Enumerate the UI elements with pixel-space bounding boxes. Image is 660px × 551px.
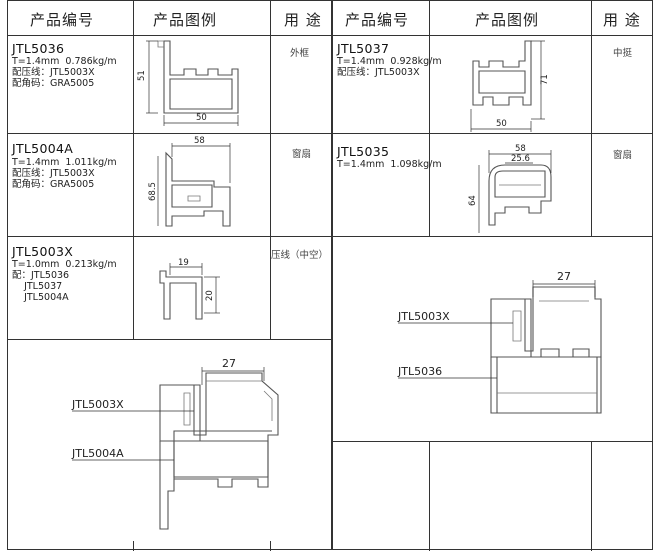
usage-text: 窗扇 [613,150,633,161]
spec-line: T=1.4mm 0.928kg/m [337,56,442,67]
header-code: 产品编号 [345,11,410,29]
spec-line: JTL5037 [12,281,63,292]
product-code: JTL5004A [12,141,74,156]
spec-line: JTL5004A [12,292,69,303]
grid-line [270,541,271,551]
usage-text: 窗扇 [292,149,312,160]
header-usage: 用 途 [603,11,641,29]
profile-drawing-jtl5037: 71 50 [470,40,550,132]
grid-line [333,441,652,442]
dim-label: 58 [515,144,526,154]
assembly-drawing-left: 27 JTL5003X JTL5004A [71,357,279,530]
spec-line: T=1.4mm 0.786kg/m [12,56,117,67]
grid-line [8,236,331,237]
spec-line: T=1.4mm 1.011kg/m [12,157,117,168]
spec-line: 配压线：JTL5003X [337,67,420,78]
spec-line: 配压线：JTL5003X [12,168,95,179]
profile-drawing-jtl5035: 58 25.6 64 [468,144,552,233]
callout-label: JTL5004A [71,447,124,460]
dim-label: 68.5 [148,182,158,201]
header-usage: 用 途 [284,11,322,29]
grid-line [8,339,331,340]
dim-label: 20 [205,290,215,301]
usage-text: 压线（中空） [271,250,329,261]
dim-label: 64 [468,195,478,206]
spec-line: 配压线：JTL5003X [12,67,95,78]
grid-line [133,541,134,551]
spec-line: T=1.4mm 1.098kg/m [337,159,442,170]
left-product-table: 产品编号 产品图例 用 途 JTL5036 T=1.4mm 0.786kg/m … [7,0,332,551]
grid-line [270,1,271,339]
dim-label: 27 [557,270,571,283]
dim-label: 51 [137,70,147,81]
product-code: JTL5036 [12,41,65,56]
dim-label: 27 [222,357,236,370]
grid-line [8,133,331,134]
spec-line: 配角码：GRA5005 [12,179,95,190]
grid-line [8,35,331,36]
assembly-drawing-right: 27 JTL5003X JTL5036 [397,270,602,414]
grid-line [333,236,652,237]
grid-line [591,1,592,236]
profile-drawing-jtl5036: 51 50 [137,40,239,126]
dim-label: 58 [194,136,205,146]
product-code: JTL5003X [12,244,74,259]
dim-label: 71 [540,74,550,85]
header-drawing: 产品图例 [475,11,540,29]
header-drawing: 产品图例 [153,11,218,29]
product-code: JTL5037 [337,41,390,56]
usage-text: 中挺 [613,48,633,59]
dim-label: 25.6 [511,154,530,164]
grid-line [591,441,592,551]
callout-label: JTL5036 [397,365,442,378]
dim-label: 50 [196,113,207,123]
dim-label: 50 [496,119,507,129]
spec-line: 配角码：GRA5005 [12,78,95,89]
spec-line: T=1.0mm 0.213kg/m [12,259,117,270]
grid-line [133,1,134,339]
profile-drawing-jtl5003x: 19 20 [159,258,220,320]
right-product-table: 产品编号 产品图例 用 途 JTL5037 T=1.4mm 0.928kg/m … [332,0,653,551]
product-code: JTL5035 [337,144,390,159]
spec-line: 配：JTL5036 [12,270,70,281]
grid-line [333,133,652,134]
profile-drawing-jtl5004a: 58 68.5 [148,136,231,227]
grid-line [333,35,652,36]
usage-text: 外框 [290,48,310,59]
callout-label: JTL5003X [397,310,450,323]
dim-label: 19 [178,258,189,268]
grid-line [429,441,430,551]
callout-label: JTL5003X [71,398,124,411]
grid-line [429,1,430,236]
header-code: 产品编号 [30,11,95,29]
